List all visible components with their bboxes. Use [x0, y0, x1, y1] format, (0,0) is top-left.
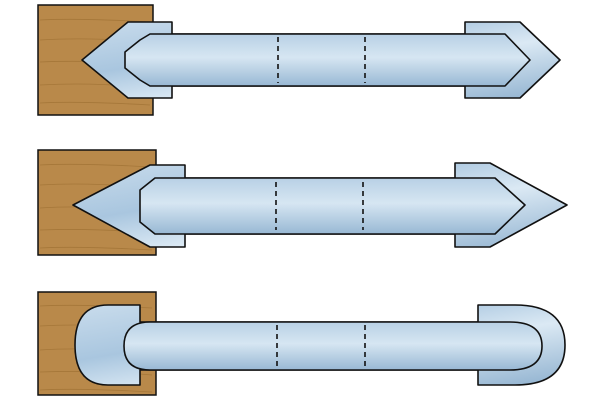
cutter-inner-shaft: [139, 177, 526, 235]
cutter-inner-shaft: [124, 33, 531, 87]
panel-pointed-cutter-sharp: [37, 149, 568, 256]
panel-pointed-cutter-blunt: [37, 4, 561, 116]
panel-rounded-cutter: [37, 291, 566, 396]
cutter-inner-shaft: [123, 321, 543, 371]
